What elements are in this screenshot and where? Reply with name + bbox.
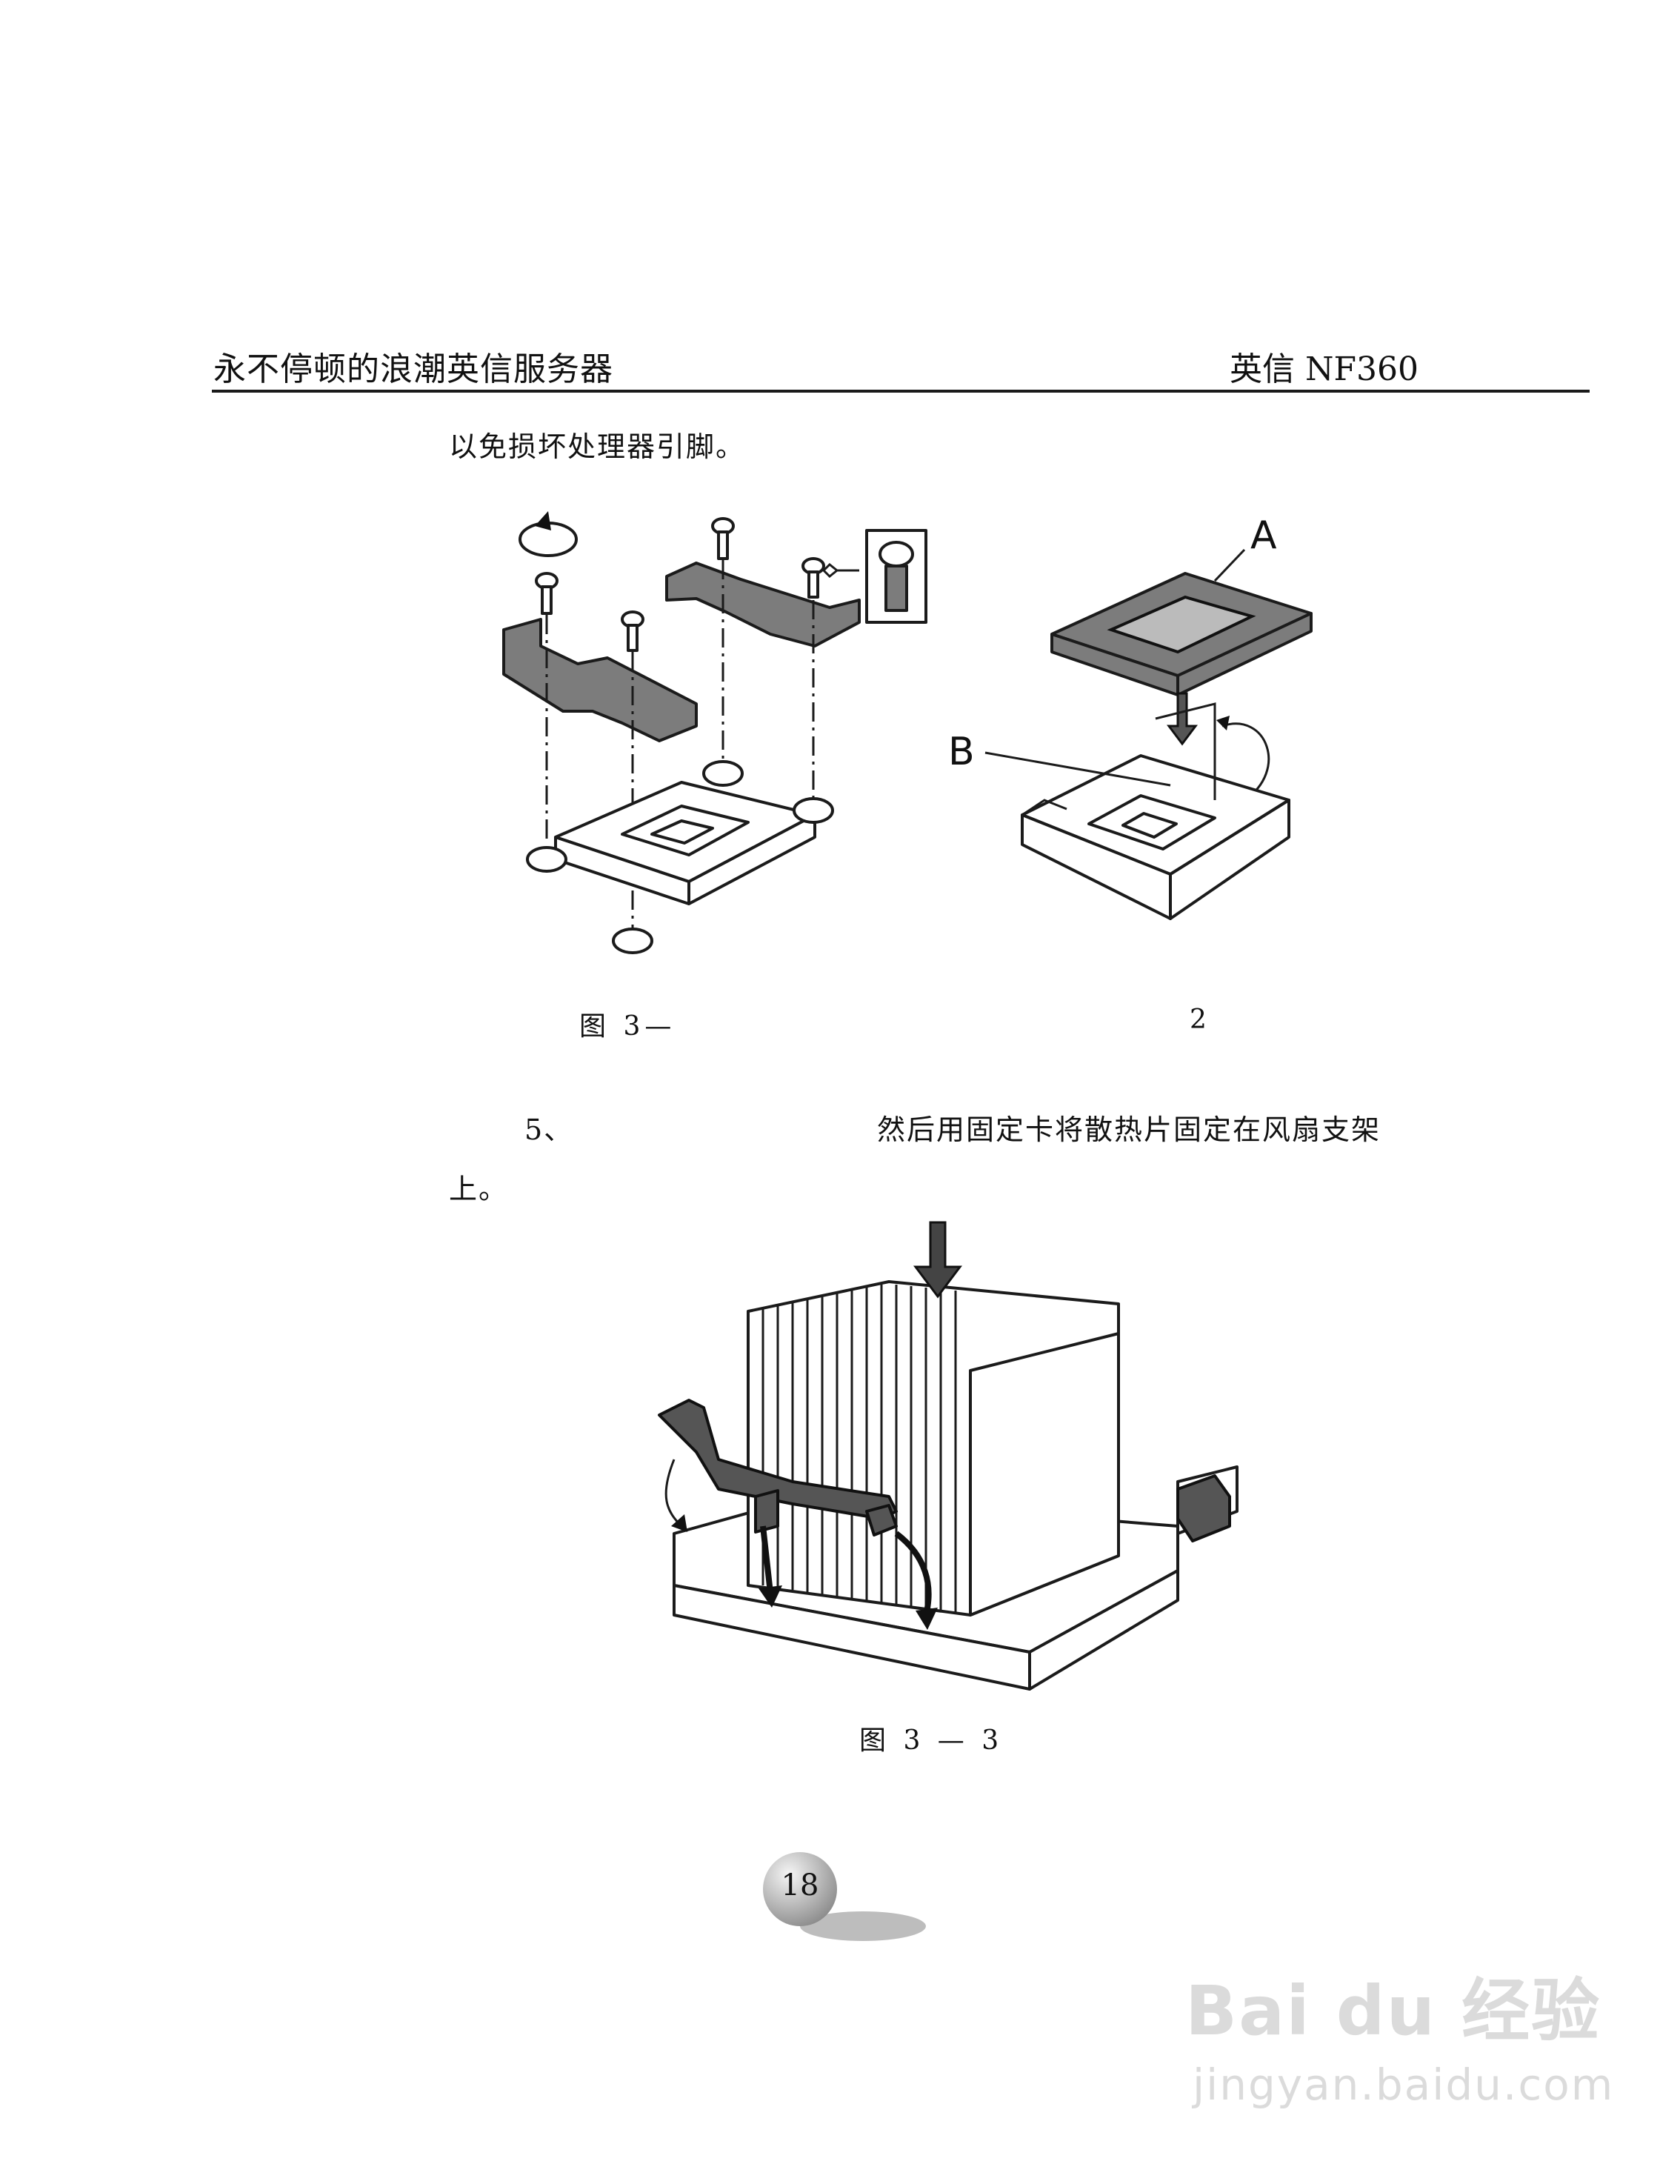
mount-hole (793, 797, 834, 824)
header-rule (212, 390, 1590, 393)
page-number: 18 (781, 1868, 819, 1902)
figure-cpu-install-illustration: A B (502, 511, 1313, 954)
heatsink-bracket-left (502, 618, 698, 742)
mount-hole (526, 846, 567, 873)
screw-icon (621, 610, 644, 652)
paragraph-1: 以免损坏处理器引脚。 (449, 430, 746, 463)
mount-hole (702, 760, 744, 787)
page-number-badge: 18 (763, 1852, 926, 1956)
watermark-brand: Bai du 经验 (1185, 1971, 1601, 2051)
figure-caption-left: 图 3— (579, 1011, 676, 1042)
retention-clip-right (1176, 1474, 1231, 1542)
rotate-down-arrow-icon (664, 1459, 683, 1528)
header-left-title: 永不停顿的浪潮英信服务器 (213, 350, 613, 388)
processor-chip (1050, 572, 1313, 696)
label-b: B (948, 730, 975, 774)
retention-clip (658, 1399, 898, 1520)
watermark-url: jingyan.baidu.com (1193, 2060, 1615, 2110)
screw-icon (711, 517, 735, 560)
label-b-leader (984, 751, 1171, 787)
mount-hole (612, 928, 653, 954)
press-down-arrow-icon (913, 1221, 962, 1299)
label-a: A (1250, 513, 1277, 558)
heatsink-fins (747, 1280, 1120, 1617)
down-arrow-icon (760, 1525, 773, 1594)
baidu-watermark: Bai du 经验 jingyan.baidu.com (1185, 1956, 1613, 2134)
figure-heatsink-illustration (658, 1221, 1239, 1691)
cpu-socket-right (1021, 702, 1290, 920)
label-a-leader (1213, 548, 1246, 582)
figure-3-3-caption: 图 3 — 3 (859, 1725, 1004, 1756)
badge-ball (763, 1852, 837, 1926)
rotate-arrow-icon (894, 1531, 932, 1616)
screw-detail-inset (821, 529, 927, 624)
heatsink-bracket-right (665, 562, 861, 647)
paragraph-2-continued: 上。 (449, 1173, 509, 1205)
screw-icon (801, 557, 825, 599)
cpu-socket-left (554, 781, 816, 905)
header-right-title: 英信 NF360 (1230, 350, 1419, 388)
down-arrow-icon (1167, 692, 1198, 746)
screw-icon (535, 572, 559, 615)
figure-caption-right: 2 (1190, 1005, 1211, 1035)
step-number: 5、 (524, 1113, 574, 1146)
paragraph-2: 然后用固定卡将散热片固定在风扇支架 (877, 1113, 1381, 1146)
lever-arrow-icon (1221, 722, 1270, 802)
rotate-arrow-icon (519, 511, 578, 557)
